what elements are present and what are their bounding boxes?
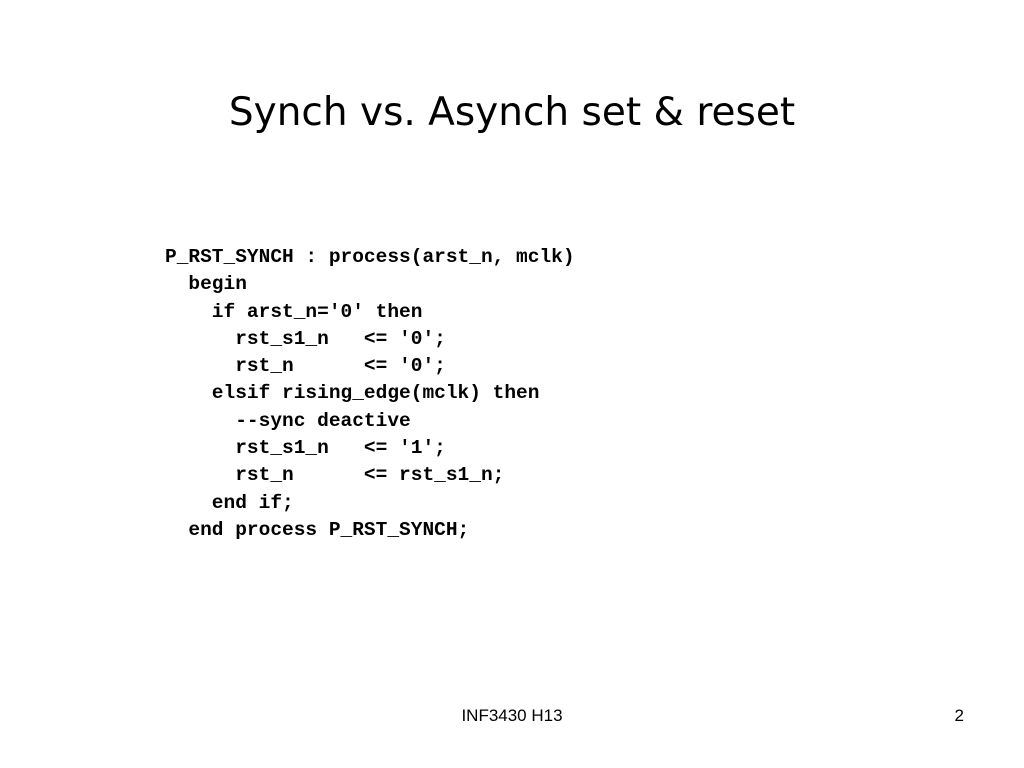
code-line: begin <box>165 273 247 296</box>
slide-title: Synch vs. Asynch set & reset <box>228 90 796 135</box>
code-line: end if; <box>165 491 294 514</box>
code-line: rst_n <= rst_s1_n; <box>165 464 505 487</box>
code-line: rst_s1_n <= '1'; <box>165 437 446 460</box>
page-number: 2 <box>954 706 964 725</box>
code-line: elsif rising_edge(mclk) then <box>165 382 540 405</box>
code-line: --sync deactive <box>165 409 411 432</box>
footer-course-label: INF3430 H13 <box>461 706 563 725</box>
code-line: P_RST_SYNCH : process(arst_n, mclk) <box>165 246 575 268</box>
code-line: if arst_n='0' then <box>165 300 423 323</box>
code-line: rst_s1_n <= '0'; <box>165 327 446 350</box>
code-block: P_RST_SYNCH : process(arst_n, mclk) begi… <box>165 244 575 544</box>
code-line: end process P_RST_SYNCH; <box>165 518 470 541</box>
code-line: rst_n <= '0'; <box>165 355 446 378</box>
